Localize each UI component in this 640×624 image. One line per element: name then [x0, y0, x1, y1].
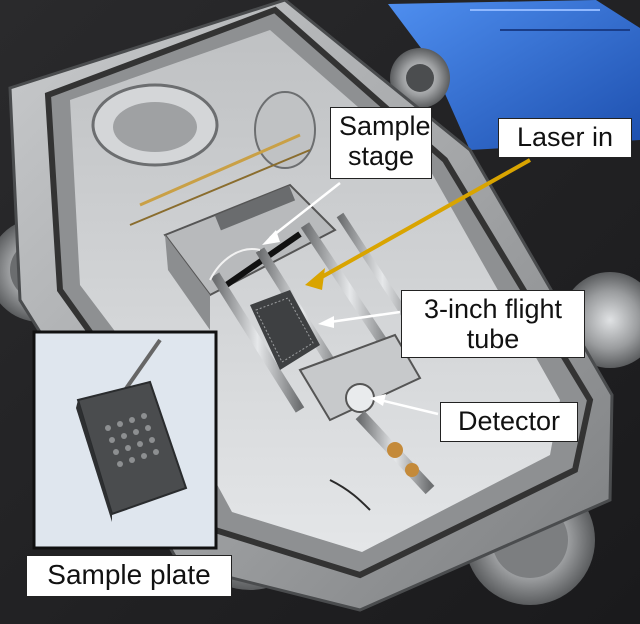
label-flight-tube-line2: tube — [466, 324, 520, 354]
label-sample-stage-line2: stage — [347, 141, 415, 171]
label-sample-stage: Sample stage — [330, 107, 432, 179]
label-sample-stage-line1: Sample — [339, 111, 431, 141]
label-detector: Detector — [440, 402, 578, 442]
blue-laser-housing — [388, 0, 640, 150]
pointer-detector — [379, 398, 439, 416]
sample-plate-wire — [123, 338, 162, 392]
pointer-sample-stage — [269, 182, 341, 239]
ion-grid — [250, 290, 320, 370]
pointer-flight-tube — [329, 310, 401, 324]
detector-block — [298, 333, 422, 422]
laser-beam — [319, 158, 531, 280]
flight-tube-rod-1 — [210, 272, 305, 413]
side-port — [254, 91, 316, 169]
label-flight-tube-line1: 3-inch flight — [423, 294, 563, 324]
sample-plate-wells — [105, 413, 159, 467]
sample-stage-plate — [220, 231, 302, 291]
label-flight-tube: 3-inch flight tube — [401, 290, 585, 358]
flight-tube-rod-3 — [300, 222, 400, 363]
label-laser-in: Laser in — [498, 118, 632, 158]
label-sample-plate: Sample plate — [26, 555, 232, 597]
